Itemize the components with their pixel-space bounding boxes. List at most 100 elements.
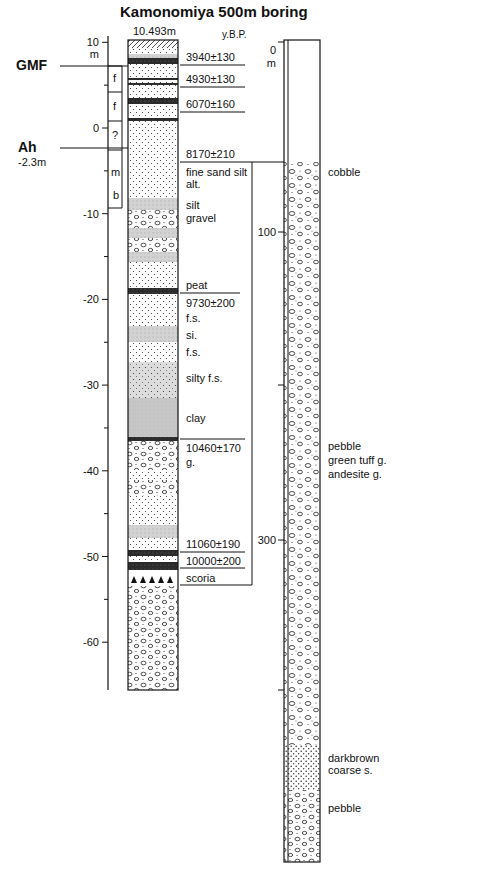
lithology-label: silty f.s. (186, 372, 223, 384)
stratum (128, 294, 178, 326)
axis-label: 0 (93, 122, 99, 134)
horizon-line (180, 585, 252, 586)
lithology-label: darkbrown coarse s. (328, 752, 394, 776)
stratum (128, 238, 178, 252)
axis-unit: m (90, 48, 99, 60)
axis-tick (104, 342, 108, 343)
stratum (128, 326, 178, 342)
stratum (128, 98, 178, 104)
horizon-label: GMF (16, 58, 47, 73)
axis-label: -10 (83, 208, 99, 220)
horizon-line (180, 293, 240, 294)
lithology-label: andesite g. (328, 468, 382, 480)
horizon-label: Ah (18, 140, 37, 155)
stratum (284, 162, 320, 745)
date-label: 8170±210 (186, 148, 235, 160)
axis-tick (102, 556, 108, 557)
axis-label: -40 (83, 465, 99, 477)
axis-tick (104, 85, 108, 86)
axis-tick (278, 690, 284, 691)
unit-code: f (113, 72, 116, 84)
horizon-line (180, 552, 245, 553)
axis-unit: m (267, 57, 276, 69)
stratum (128, 437, 178, 441)
axis-tick (104, 513, 108, 514)
lithology-label: gravel (186, 212, 216, 224)
axis-tick (102, 128, 108, 129)
horizon-line (180, 65, 245, 66)
stratum (128, 198, 178, 210)
scoria-symbol (167, 576, 173, 583)
lithology-label: peat (186, 279, 207, 291)
stratum (128, 80, 178, 83)
axis-tick (102, 299, 108, 300)
lithology-label: g. (186, 456, 195, 468)
depth-axis (102, 36, 122, 690)
axis-tick (104, 427, 108, 428)
axis-label: -60 (83, 636, 99, 648)
axis-line (107, 36, 108, 690)
lithology-label: pebble (328, 440, 361, 452)
stratum (128, 525, 178, 538)
stratum (128, 288, 178, 294)
unit-divider (108, 121, 122, 122)
stratum (128, 550, 178, 556)
lithology-label: fine sand silt alt. (186, 166, 260, 190)
axis-tick (104, 599, 108, 600)
lithology-label: green tuff g. (328, 454, 387, 466)
horizon-lines (60, 65, 284, 585)
stratum (128, 556, 178, 562)
unit-label: y.B.P. (222, 29, 247, 40)
stratum (128, 121, 178, 198)
lithology-label: f.s. (186, 312, 201, 324)
stratum (128, 104, 178, 118)
stratum (128, 252, 178, 262)
lithology-label: si. (186, 329, 197, 341)
unit-divider (108, 208, 122, 209)
stratum (128, 85, 178, 98)
date-label: 6070±160 (186, 98, 235, 110)
stratum (128, 118, 178, 121)
stratum (128, 40, 178, 48)
stratum (128, 64, 178, 78)
axis-label: -20 (83, 293, 99, 305)
axis-label: -50 (83, 551, 99, 563)
date-label: 10000±200 (186, 555, 241, 567)
stratum (128, 496, 178, 525)
horizon-line (180, 568, 245, 569)
date-label: 11060±190 (186, 538, 240, 550)
axis-tick (102, 213, 108, 214)
axis-tick (102, 642, 108, 643)
right-column (278, 40, 320, 862)
axis-tick (102, 385, 108, 386)
stratum (128, 480, 178, 496)
unit-bracket (122, 66, 123, 208)
axis-label: 0 (270, 44, 276, 56)
axis-tick (104, 170, 108, 171)
stratum (128, 362, 178, 398)
stratum (128, 228, 178, 238)
lithology-label: clay (186, 412, 206, 424)
range-bracket (245, 162, 284, 585)
stratum (128, 470, 178, 480)
axis-label: 300 (258, 534, 276, 546)
axis-tick (278, 385, 284, 386)
lithology-label: scoria (186, 572, 215, 584)
scoria-symbol (158, 576, 164, 583)
stratum (128, 441, 178, 470)
scoria-symbol (149, 576, 155, 583)
stratum (128, 54, 178, 58)
date-label: 3940±130 (186, 51, 235, 63)
scoria-symbol (131, 576, 137, 583)
horizon-line (60, 148, 128, 149)
stratum (128, 210, 178, 228)
stratum (128, 398, 178, 437)
stratum (284, 40, 320, 162)
lithology-label: silt (186, 199, 199, 211)
stratum (128, 538, 178, 550)
axis-tick (102, 470, 108, 471)
scoria-symbol (140, 576, 146, 583)
horizon-line (180, 162, 245, 163)
